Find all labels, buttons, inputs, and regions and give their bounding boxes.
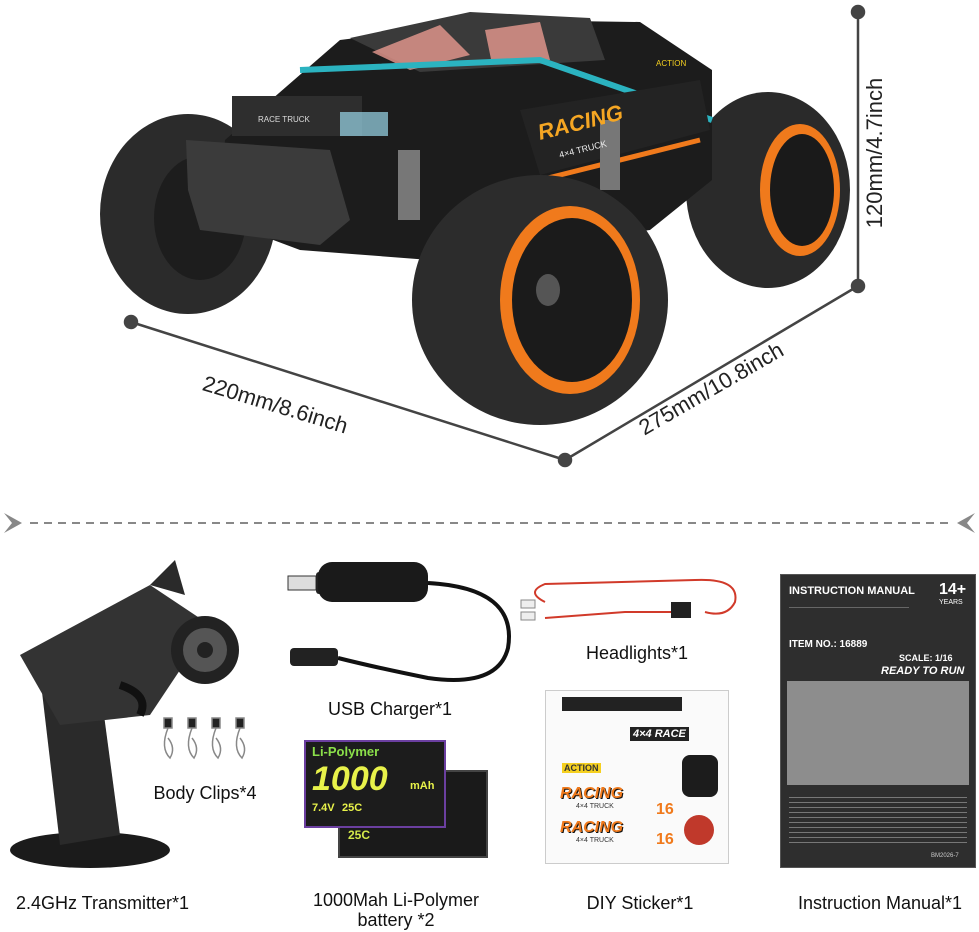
manual-age-unit: YEARS (939, 599, 963, 606)
manual-age: 14+ (939, 581, 967, 598)
transmitter-image (10, 560, 239, 868)
transmitter-label: 2.4GHz Transmitter*1 (15, 893, 190, 913)
sticker-number-1: 16 (656, 801, 674, 818)
sticker-action: ACTION (562, 763, 601, 773)
manual-item-no: ITEM NO.: 16889 (789, 639, 868, 650)
dimension-lines (123, 4, 866, 468)
action-badge-text: ACTION (656, 59, 686, 68)
battery-rating-back: 25C (348, 828, 371, 842)
hood-text: RACE TRUCK (258, 115, 311, 124)
sticker-label: DIY Sticker*1 (586, 893, 694, 913)
manual-footer-code: BM2026-7 (931, 853, 959, 859)
sticker-skull-badge (682, 755, 718, 797)
truck-image: RACE TRUCK RACING 4×4 TRUCK ACTION (100, 4, 866, 468)
battery-label: 1000Mah Li-Polymer battery *2 (286, 890, 506, 930)
manual-ready: READY TO RUN (881, 665, 965, 677)
sticker-racing-2: RACING (560, 819, 624, 836)
wheel-front-right (412, 175, 668, 425)
section-divider (4, 513, 975, 533)
battery-rating: 25C (342, 802, 363, 814)
battery-capacity: 1000 (312, 760, 388, 798)
body-clips-image (163, 717, 246, 760)
battery-pack-front: Li-Polymer 1000 mAh 7.4V 25C (304, 740, 446, 828)
manual-cover-image (787, 681, 969, 785)
dimension-dot (850, 278, 866, 294)
battery-label-line1: 1000Mah Li-Polymer (312, 890, 480, 910)
sticker-truck-1: 4×4 TRUCK (576, 803, 614, 810)
dimension-dot (557, 452, 573, 468)
battery-brand: Li-Polymer (312, 744, 380, 759)
sticker-number-2: 16 (656, 831, 674, 848)
battery-voltage: 7.4V (312, 802, 335, 814)
usb-charger-label: USB Charger*1 (327, 699, 453, 719)
headlights-image (520, 578, 737, 621)
arrow-right-icon (957, 513, 975, 533)
instruction-manual: INSTRUCTION MANUAL 14+ YEARS ITEM NO.: 1… (780, 574, 976, 868)
dimension-dot (123, 314, 139, 330)
manual-text-lines (789, 793, 967, 843)
sticker-racing-1: RACING (560, 785, 624, 802)
manual-label: Instruction Manual*1 (797, 893, 963, 913)
manual-title: INSTRUCTION MANUAL (789, 585, 915, 597)
body-clips-label: Body Clips*4 (153, 783, 257, 803)
dimension-dot (850, 4, 866, 20)
manual-scale: SCALE: 1/16 (899, 653, 953, 663)
wheel-rear-right (686, 92, 850, 288)
battery-unit: mAh (410, 780, 435, 792)
usb-charger-image (287, 562, 511, 682)
sticker-truck-2: 4×4 TRUCK (576, 837, 614, 844)
headlights-label: Headlights*1 (585, 643, 689, 663)
battery-label-line2: battery *2 (357, 910, 435, 930)
height-dimension-label: 120mm/4.7inch (862, 77, 888, 229)
sticker-sheet: RACING 4×4 TRUCK RACING 4×4 TRUCK ACTION… (545, 690, 729, 864)
arrow-left-icon (4, 513, 22, 533)
sticker-race-badge: 4×4 RACE (630, 727, 689, 741)
sticker-snake-badge (684, 815, 714, 845)
